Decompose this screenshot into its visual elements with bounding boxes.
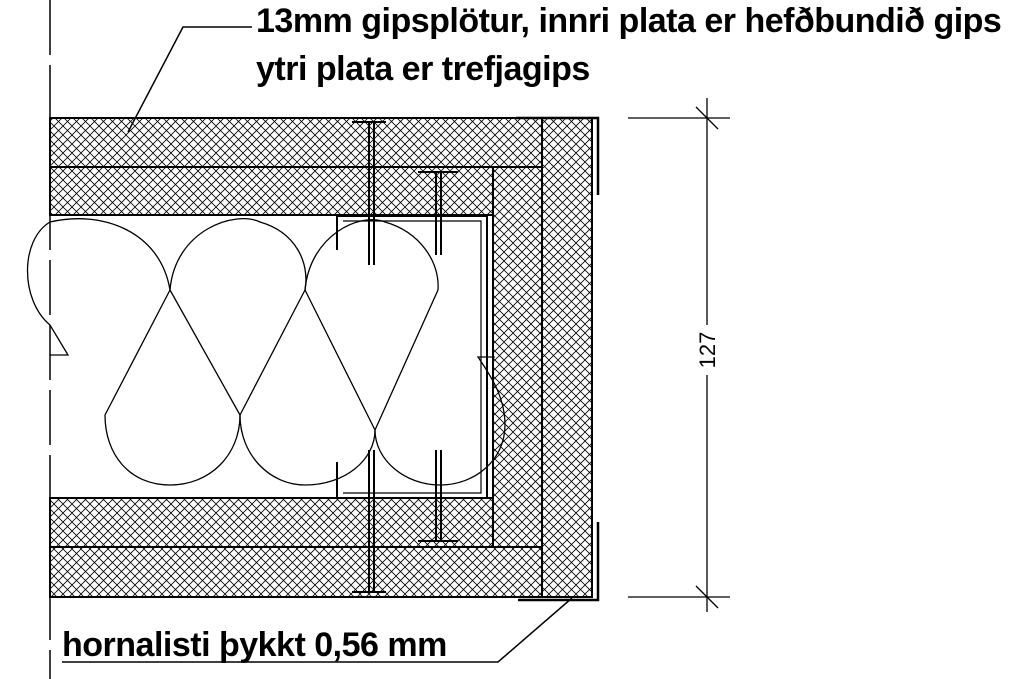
insulation (26, 218, 506, 486)
gypsum-boards (49, 117, 593, 598)
board-description-line2: ytri plata er trefjagips (256, 50, 590, 88)
screws (352, 121, 458, 593)
bottom-outer-board (49, 546, 543, 598)
top-outer-board (49, 117, 543, 168)
screw-top-left (352, 121, 386, 265)
top-leader-line (127, 26, 252, 133)
board-description-line1: 13mm gipsplötur, innri plata er hefðbund… (256, 2, 1002, 40)
screw-top-right (418, 171, 458, 255)
bottom-inner-board (49, 497, 494, 548)
corner-bead-label: hornalisti þykkt 0,56 mm (62, 626, 447, 664)
steel-stud (336, 215, 488, 499)
leader-lines (62, 26, 573, 663)
top-inner-board (49, 166, 494, 216)
corner-bead (516, 116, 600, 602)
bottom-leader-line (62, 597, 573, 663)
screw-bottom-right (418, 450, 458, 542)
dimension-text: 127 (695, 332, 720, 369)
right-outer-board (541, 117, 593, 598)
right-inner-board (492, 166, 543, 548)
screw-bottom-left (352, 450, 386, 593)
